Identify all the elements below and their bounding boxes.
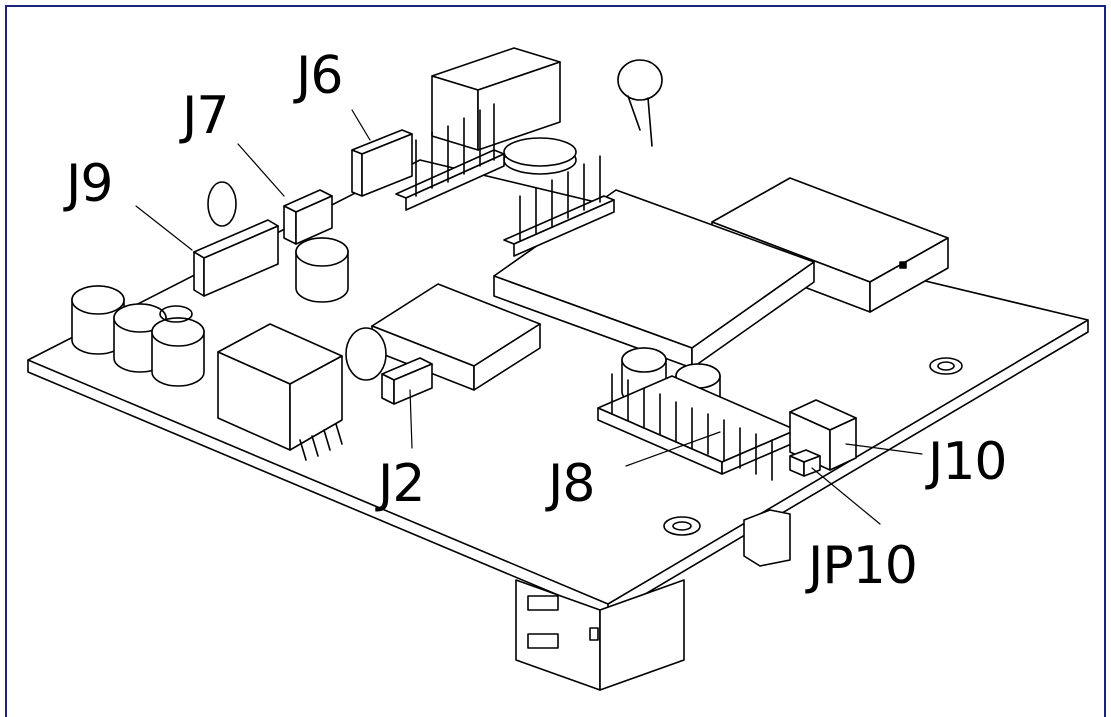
crystal-oscillator [503, 137, 577, 175]
mounting-hole-left [159, 305, 193, 323]
label-j10: J10 [928, 432, 1008, 492]
connector-j7 [283, 189, 333, 245]
connector-j9 [193, 219, 279, 297]
coin-battery [617, 59, 663, 147]
leader-lines [135, 109, 923, 525]
leader-j8 [625, 431, 721, 467]
leader-j10 [845, 443, 923, 455]
transformer-j2 [371, 283, 541, 391]
relay-block [217, 323, 343, 461]
connector-j2 [381, 357, 433, 405]
label-jp10: JP10 [808, 536, 918, 596]
small-capacitor-j7 [207, 181, 237, 227]
leader-j6 [351, 109, 371, 141]
label-j9: J9 [66, 154, 113, 214]
leader-j9 [135, 205, 193, 251]
label-j2: J2 [378, 454, 425, 514]
mounting-hole-right [929, 357, 963, 375]
leader-j2 [409, 389, 413, 449]
jumper-jp10 [789, 449, 821, 477]
underside-block [743, 509, 791, 567]
figure-frame [5, 5, 1106, 717]
connector-j6 [351, 129, 413, 197]
capacitor-j9 [295, 237, 349, 303]
label-j7: J7 [182, 86, 229, 146]
leader-j7 [237, 143, 285, 197]
disc-capacitor [345, 327, 387, 381]
label-j6: J6 [296, 46, 343, 106]
header-j6 [395, 103, 505, 211]
ethernet-jack [515, 579, 685, 691]
top-transformer [431, 47, 561, 151]
header-center [503, 155, 615, 257]
label-j8: J8 [548, 454, 595, 514]
leader-jp10 [811, 467, 881, 525]
mounting-hole-bottom [663, 516, 701, 536]
capacitor-cluster [71, 285, 205, 387]
